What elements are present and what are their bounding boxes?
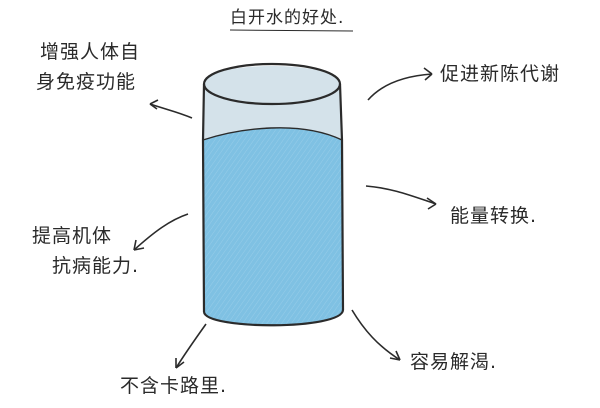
arrow-zero-calories	[175, 323, 207, 369]
arrowhead-immunity	[149, 99, 159, 110]
arrow-immunity	[149, 103, 193, 119]
label-immunity-line2: 身免疫功能	[36, 71, 137, 93]
label-energy: 能量转换.	[450, 205, 538, 227]
arrowhead-energy	[426, 197, 437, 210]
water-surface-line	[202, 127, 343, 141]
arrowhead-thirst	[389, 350, 401, 361]
label-resistance-line2: 抗病能力.	[52, 255, 140, 277]
label-immunity-line1: 增强人体自	[40, 41, 141, 63]
diagram-title: 白开水的好处.	[230, 8, 345, 28]
arrowhead-zero-calories	[175, 358, 185, 369]
arrowhead-resistance	[133, 239, 145, 251]
label-zero-calories: 不含卡路里.	[120, 375, 228, 397]
arrow-resistance	[133, 213, 189, 251]
arrowhead-metabolism	[423, 67, 433, 81]
glass-left-wall	[201, 83, 206, 313]
glass-water-texture	[203, 127, 343, 327]
label-thirst: 容易解渴.	[410, 351, 498, 373]
label-resistance-line1: 提高机体	[32, 225, 113, 247]
title-underline	[229, 29, 354, 32]
arrow-thirst	[351, 309, 401, 361]
glass-bottom	[202, 309, 345, 327]
label-metabolism: 促进新陈代谢	[440, 63, 561, 85]
arrow-metabolism	[367, 73, 433, 101]
arrow-energy	[365, 185, 437, 205]
